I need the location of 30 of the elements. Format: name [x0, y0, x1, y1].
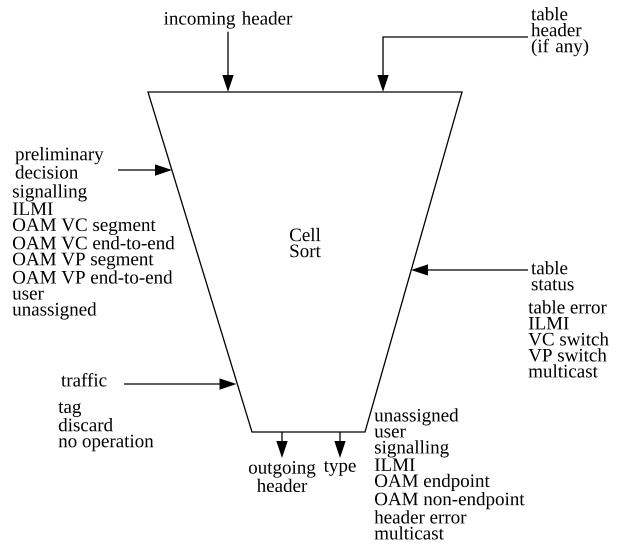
- node-label: user: [374, 428, 406, 438]
- node-label: OAM VC segment: [12, 218, 156, 236]
- node-label: OAM non-endpoint: [374, 492, 524, 510]
- node-label: OAM VC end-to-end: [12, 236, 174, 250]
- node-label: VP switch: [528, 348, 607, 362]
- node-label: unassigned: [12, 302, 96, 320]
- value-list: tag discard no operation: [58, 402, 154, 452]
- node-label: OAM VP segment: [12, 252, 154, 270]
- node-label: ILMI: [12, 202, 53, 215]
- node-label: table header (if any): [531, 7, 588, 56]
- node-label: user: [12, 290, 44, 300]
- node-label: traffic: [61, 373, 106, 387]
- node-label: ILMI: [374, 458, 415, 471]
- node-label: multicast: [374, 526, 444, 540]
- node-label: outgoing header: [248, 461, 316, 492]
- node-label: VC switch: [528, 332, 609, 346]
- value-list: signalling ILMI OAM VC segment OAM VC end-to-end OAM VP segment OAM VP end-to-end user unassigned: [12, 184, 174, 320]
- node-label: incoming header: [164, 11, 292, 29]
- node-label: header error: [374, 510, 466, 524]
- node-label: OAM VP end-to-end: [12, 270, 172, 284]
- node-label: multicast: [528, 364, 598, 378]
- node-label: signalling: [12, 184, 87, 202]
- value-list: unassigned user signalling ILMI OAM endpoint OAM non-endpoint header error multicast: [374, 408, 524, 540]
- node-label: signalling: [374, 440, 449, 458]
- node-label: OAM endpoint: [374, 474, 490, 491]
- node-label: table error: [528, 300, 607, 314]
- node-label: unassigned: [374, 408, 458, 426]
- value-list: table error ILMI VC switch VP switch multicast: [528, 300, 609, 378]
- node-label: ILMI: [528, 316, 569, 330]
- node-label: type: [324, 461, 356, 476]
